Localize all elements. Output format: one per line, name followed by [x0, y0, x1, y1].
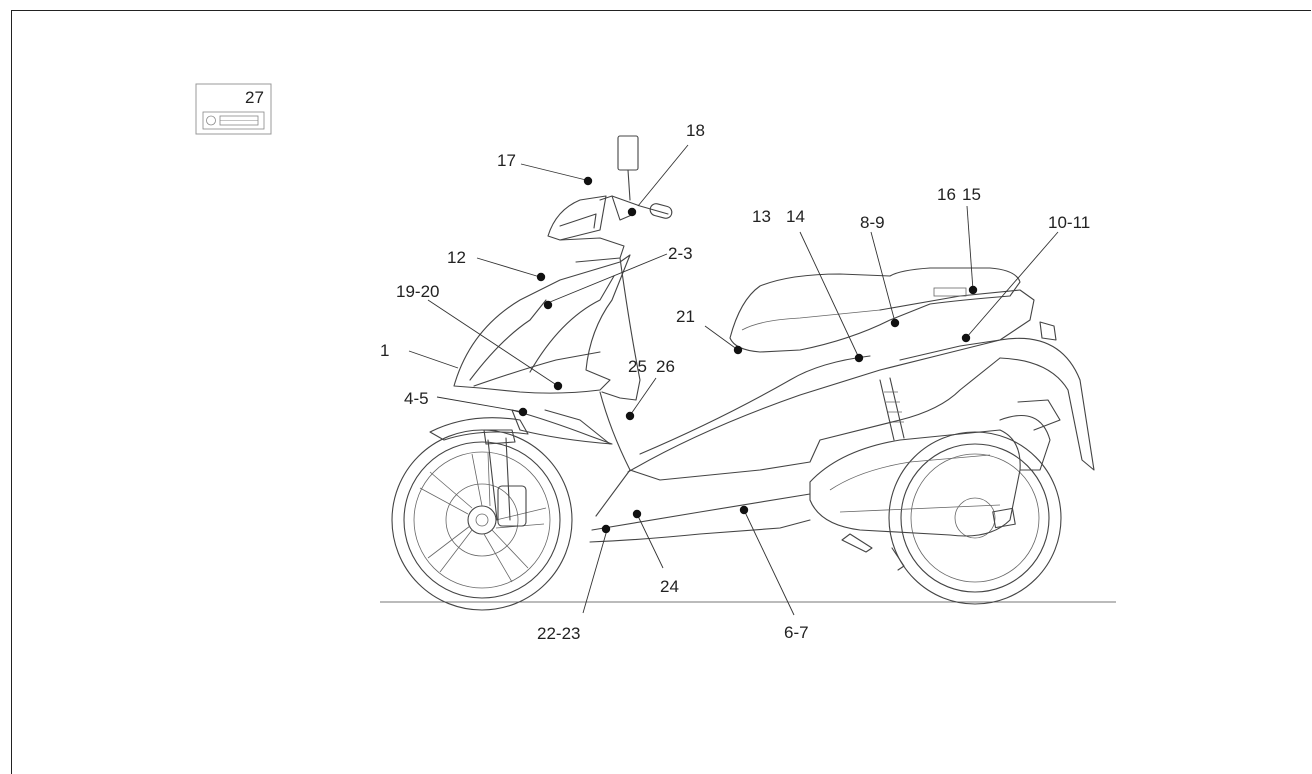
callout-6-7: 6-7: [784, 623, 809, 642]
callout-10-11: 10-11: [1048, 213, 1090, 232]
callout-12: 12: [447, 248, 466, 267]
callout-19-20: 19-20: [396, 282, 439, 301]
callout-labels: 1 2-3 4-5 6-7 8-9 10-11 12 13 14 16 15 1…: [380, 121, 1090, 643]
front-wheel: [391, 429, 573, 611]
leader-lines: [408, 144, 1059, 616]
scooter-drawing: [391, 135, 1095, 611]
callout-1: 1: [380, 341, 389, 360]
rear-wheel: [888, 431, 1062, 605]
callout-13: 13: [752, 207, 771, 226]
callout-26: 26: [656, 357, 675, 376]
callout-21: 21: [676, 307, 695, 326]
callout-16: 16: [937, 185, 956, 204]
drawing-frame: [11, 10, 1311, 774]
callout-18: 18: [686, 121, 705, 140]
callout-2-3: 2-3: [668, 244, 693, 263]
callout-dots: [518, 176, 978, 534]
callout-22-23: 22-23: [537, 624, 580, 643]
inset-decal-27: 27: [195, 83, 272, 135]
callout-24: 24: [660, 577, 679, 596]
callout-17: 17: [497, 151, 516, 170]
callout-25: 25: [628, 357, 647, 376]
inset-label: 27: [245, 88, 264, 107]
callout-8-9: 8-9: [860, 213, 885, 232]
callout-14: 14: [786, 207, 805, 226]
callout-4-5: 4-5: [404, 389, 429, 408]
callout-15: 15: [962, 185, 981, 204]
